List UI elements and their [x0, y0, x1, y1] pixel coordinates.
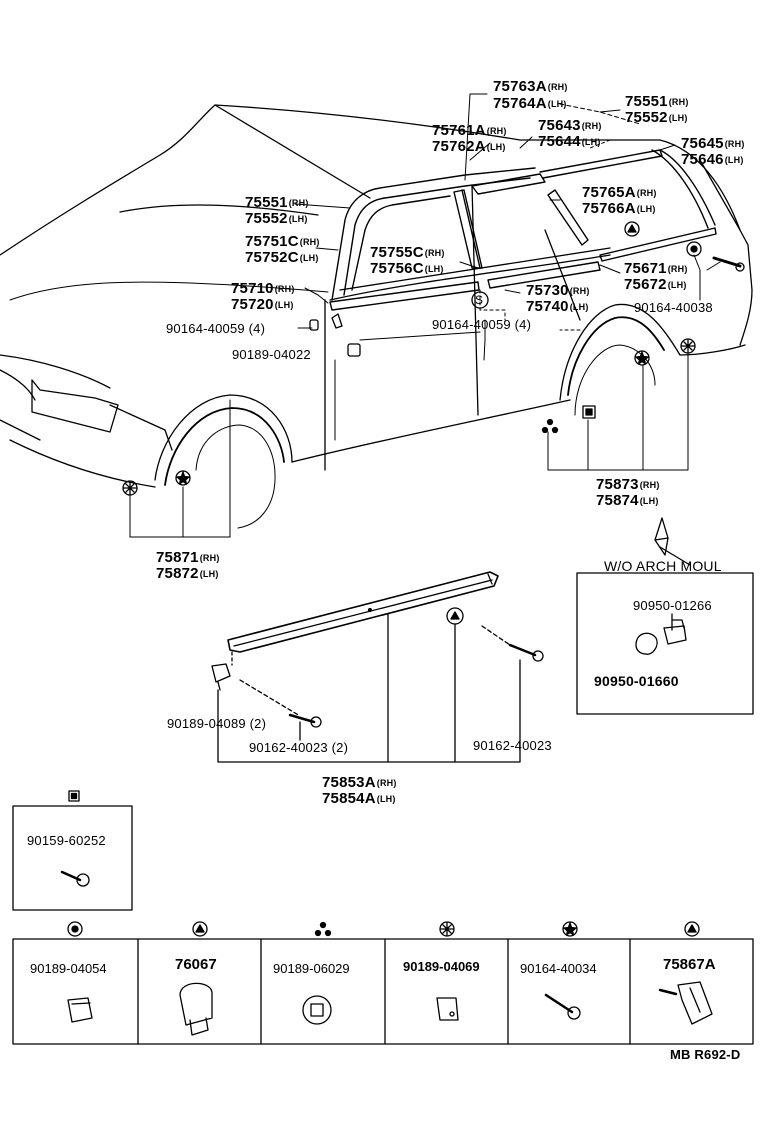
label-75874: 75874(LH) — [596, 492, 659, 509]
label-75672: 75672(LH) — [624, 276, 687, 293]
leader-lines — [129, 93, 721, 538]
label-75645: 75645(RH) — [681, 135, 745, 152]
label-75766A: 75766A(LH) — [582, 200, 656, 217]
label-90189-04022: 90189-04022 — [232, 347, 311, 362]
rocker-moulding — [211, 571, 544, 763]
label-75873: 75873(RH) — [596, 476, 660, 493]
cell-label-1: 76067 — [175, 956, 217, 973]
cell-label-3: 90189-04069 — [403, 959, 480, 974]
label-90950-01266: 90950-01266 — [633, 598, 712, 613]
label-75646: 75646(LH) — [681, 151, 744, 168]
window-mouldings — [329, 149, 717, 311]
label-75751C: 75751C(RH) — [245, 233, 320, 250]
s-mark: S — [475, 293, 484, 307]
label-75872: 75872(LH) — [156, 565, 219, 582]
label-75854A: 75854A(LH) — [322, 790, 396, 807]
label-90164-40059-right: 90164-40059 (4) — [432, 317, 532, 332]
label-75755C: 75755C(RH) — [370, 244, 445, 261]
label-75552: 75552(LH) — [245, 210, 308, 227]
symbol-marks — [122, 221, 702, 496]
label-90159-60252: 90159-60252 — [27, 833, 106, 848]
wo-arch-title: W/O ARCH MOUL — [604, 558, 722, 574]
label-75764A: 75764A(LH) — [493, 95, 567, 112]
label-75730: 75730(RH) — [526, 282, 590, 299]
label-90162-40023-right: 90162-40023 — [473, 738, 552, 753]
label-90162-40023-left: 90162-40023 (2) — [249, 740, 349, 755]
reference-code: MB R692-D — [670, 1047, 741, 1062]
label-90164-40038: 90164-40038 — [634, 300, 713, 315]
label-75765A: 75765A(RH) — [582, 184, 657, 201]
label-75761A: 75761A(RH) — [432, 122, 507, 139]
cell-label-0: 90189-04054 — [30, 961, 107, 976]
label-75740: 75740(LH) — [526, 298, 589, 315]
label-75756C: 75756C(LH) — [370, 260, 444, 277]
label-90189-04089: 90189-04089 (2) — [167, 716, 267, 731]
label-75871: 75871(RH) — [156, 549, 220, 566]
label-75643: 75643(RH) — [538, 117, 602, 134]
square-box — [12, 790, 133, 911]
label-75644: 75644(LH) — [538, 133, 601, 150]
label-75720: 75720(LH) — [231, 296, 294, 313]
wo-arch-box — [576, 517, 754, 715]
cell-label-5: 75867A — [663, 956, 716, 973]
label-75763A: 75763A(RH) — [493, 78, 568, 95]
label-75853A: 75853A(RH) — [322, 774, 397, 791]
cell-label-2: 90189-06029 — [273, 961, 350, 976]
label-75552-top: 75552(LH) — [625, 109, 688, 126]
label-75551: 75551(RH) — [245, 194, 309, 211]
car-body-outline — [0, 104, 753, 529]
clip-parts — [309, 256, 745, 357]
label-90950-01660: 90950-01660 — [594, 673, 679, 689]
label-75752C: 75752C(LH) — [245, 249, 319, 266]
label-75671: 75671(RH) — [624, 260, 688, 277]
bottom-parts-row — [12, 921, 754, 1045]
label-75762A: 75762A(LH) — [432, 138, 506, 155]
label-75710: 75710(RH) — [231, 280, 295, 297]
cell-label-4: 90164-40034 — [520, 961, 597, 976]
label-75551-top: 75551(RH) — [625, 93, 689, 110]
label-90164-40059-left: 90164-40059 (4) — [166, 321, 266, 336]
